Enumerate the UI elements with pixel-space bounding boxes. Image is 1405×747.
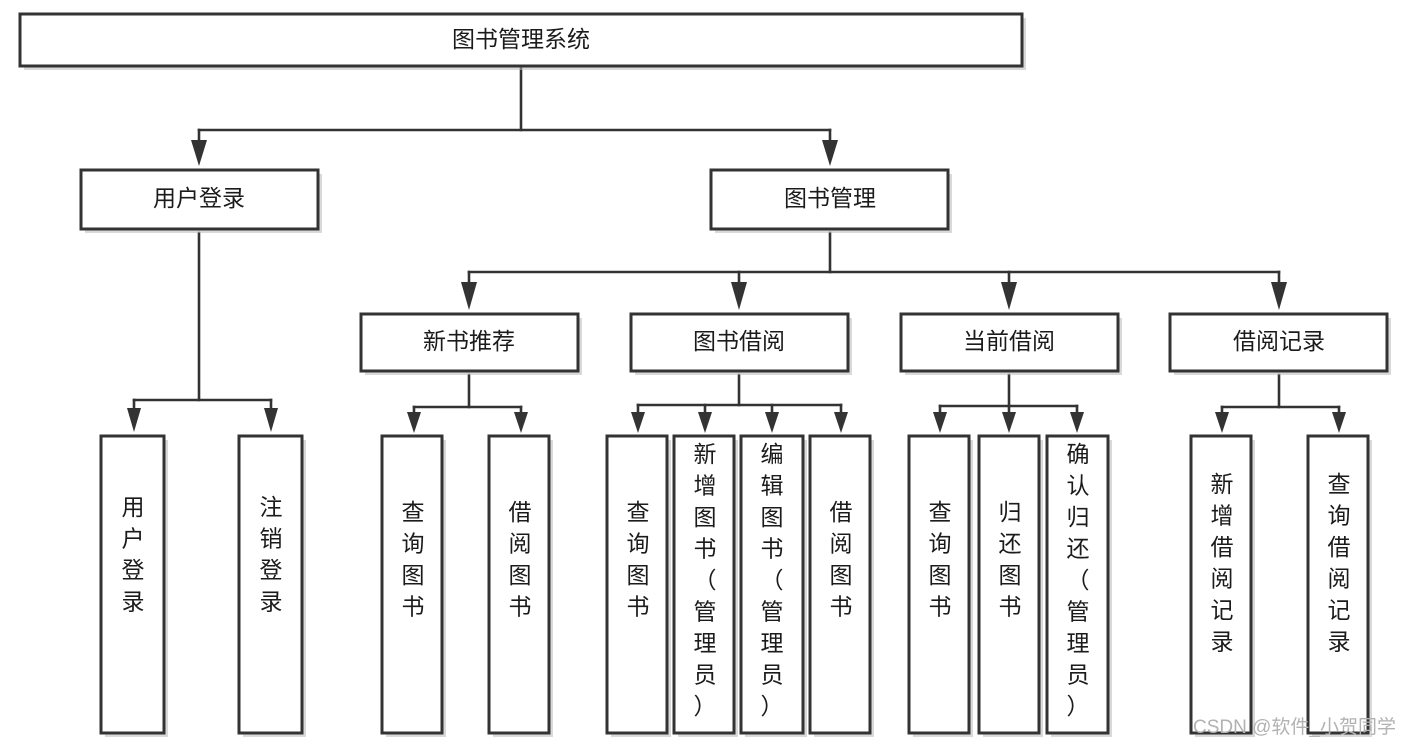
- node-leaf-user-logout-label: 注销登录: [260, 494, 283, 615]
- node-leaf-add-record-label: 新增借阅记录: [1211, 471, 1234, 655]
- arrow-head-leaf-borrow-book-1: [514, 412, 528, 433]
- node-leaf-query-record-label: 查询借阅记录: [1328, 471, 1351, 655]
- node-current-borrow-label: 当前借阅: [963, 328, 1055, 354]
- node-leaf-query-book-1[interactable]: 查询图书: [380, 434, 446, 737]
- node-leaf-query-record[interactable]: 查询借阅记录: [1306, 434, 1372, 737]
- watermark-label: CSDN @软件_小贺同学: [1193, 716, 1396, 738]
- arrow-head-leaf-query-book-3: [933, 412, 947, 433]
- node-user-login-box[interactable]: [79, 168, 320, 231]
- node-leaf-add-book[interactable]: 新增图书（管理员）: [672, 434, 738, 737]
- node-book-borrow-box[interactable]: [629, 312, 850, 373]
- node-leaf-query-book-1-label: 查询图书: [402, 499, 425, 620]
- node-current-borrow-box[interactable]: [899, 312, 1120, 373]
- arrow-head-borrow-record: [1271, 282, 1287, 310]
- node-leaf-query-book-2-box[interactable]: [605, 434, 669, 735]
- arrow-head-new-book-recommend: [461, 282, 477, 310]
- node-root[interactable]: 图书管理系统: [18, 12, 1026, 70]
- node-leaf-query-book-3[interactable]: 查询图书: [907, 434, 973, 737]
- node-root-label: 图书管理系统: [452, 26, 590, 52]
- node-leaf-borrow-book-2-box[interactable]: [808, 434, 872, 735]
- node-leaf-user-login[interactable]: 用户登录: [99, 434, 168, 737]
- node-leaf-query-book-3-label: 查询图书: [929, 499, 952, 620]
- node-book-manage-label: 图书管理: [784, 185, 876, 211]
- node-leaf-user-login-box[interactable]: [99, 434, 166, 735]
- arrow-head-leaf-query-book-1: [407, 412, 421, 433]
- node-book-manage-box[interactable]: [709, 168, 950, 231]
- node-leaf-query-book-2-label: 查询图书: [627, 499, 650, 620]
- arrow-head-leaf-user-login: [127, 408, 141, 432]
- node-leaf-borrow-book-1-label: 借阅图书: [509, 499, 532, 620]
- arrow-head-leaf-confirm-return: [1070, 412, 1084, 433]
- connector-group-borrow-record: [1215, 373, 1346, 433]
- node-root-box[interactable]: [18, 12, 1024, 68]
- arrow-head-leaf-query-record: [1332, 412, 1346, 433]
- connector-group-new-book-recommend: [407, 373, 528, 433]
- node-new-book-recommend-label: 新书推荐: [423, 328, 515, 354]
- node-leaf-return-book-label: 归还图书: [999, 499, 1022, 620]
- arrow-head-user-login: [191, 140, 207, 166]
- node-new-book-recommend-box[interactable]: [359, 312, 580, 373]
- arrow-head-leaf-add-record: [1215, 412, 1229, 433]
- arrow-head-leaf-return-book: [1002, 412, 1016, 433]
- node-leaf-borrow-book-2-label: 借阅图书: [830, 499, 853, 620]
- node-leaf-edit-book-label: 编辑图书（管理员）: [761, 441, 784, 719]
- node-borrow-record[interactable]: 借阅记录: [1168, 312, 1391, 375]
- arrow-head-book-manage: [822, 140, 838, 166]
- node-new-book-recommend[interactable]: 新书推荐: [359, 312, 582, 375]
- node-leaf-edit-book[interactable]: 编辑图书（管理员）: [739, 434, 807, 737]
- node-book-manage[interactable]: 图书管理: [709, 168, 952, 233]
- arrow-head-leaf-user-logout: [264, 408, 278, 432]
- node-leaf-borrow-book-1[interactable]: 借阅图书: [487, 434, 553, 737]
- connector-group-book-borrow: [631, 373, 848, 433]
- node-leaf-add-record-box[interactable]: [1189, 434, 1253, 735]
- arrow-head-leaf-query-book-2: [631, 412, 645, 433]
- node-leaf-add-book-box[interactable]: [672, 434, 736, 735]
- node-user-login[interactable]: 用户登录: [79, 168, 322, 233]
- node-leaf-query-book-1-box[interactable]: [380, 434, 444, 735]
- node-leaf-return-book-box[interactable]: [977, 434, 1041, 735]
- node-leaf-query-book-2[interactable]: 查询图书: [605, 434, 671, 737]
- node-leaf-confirm-return-label: 确认归还（管理员）: [1067, 441, 1090, 719]
- arrow-head-leaf-borrow-book-2: [834, 412, 848, 433]
- connector-group-current-borrow: [933, 373, 1084, 433]
- node-leaf-borrow-book-1-box[interactable]: [487, 434, 551, 735]
- node-leaf-add-record[interactable]: 新增借阅记录: [1189, 434, 1255, 737]
- node-leaf-query-record-box[interactable]: [1306, 434, 1370, 735]
- node-current-borrow[interactable]: 当前借阅: [899, 312, 1122, 375]
- node-leaf-borrow-book-2[interactable]: 借阅图书: [808, 434, 874, 737]
- node-borrow-record-box[interactable]: [1168, 312, 1389, 373]
- node-leaf-user-login-label: 用户登录: [122, 494, 145, 615]
- arrow-head-leaf-add-book: [698, 412, 712, 433]
- node-book-borrow-label: 图书借阅: [693, 328, 785, 354]
- arrow-head-leaf-edit-book: [765, 412, 779, 433]
- node-leaf-query-book-3-box[interactable]: [907, 434, 971, 735]
- node-leaf-user-logout-box[interactable]: [237, 434, 304, 735]
- arrow-head-book-borrow: [731, 282, 747, 310]
- node-leaf-edit-book-box[interactable]: [739, 434, 805, 735]
- node-user-login-label: 用户登录: [153, 185, 245, 211]
- node-leaf-return-book[interactable]: 归还图书: [977, 434, 1043, 737]
- node-borrow-record-label: 借阅记录: [1233, 328, 1325, 354]
- connector-group-book-manage: [461, 231, 1287, 310]
- node-book-borrow[interactable]: 图书借阅: [629, 312, 852, 375]
- connector-group-user-login: [127, 231, 278, 432]
- connector-group-root: [191, 64, 838, 166]
- arrow-head-current-borrow: [1001, 282, 1017, 310]
- node-leaf-confirm-return-box[interactable]: [1045, 434, 1110, 735]
- node-leaf-add-book-label: 新增图书（管理员）: [694, 441, 717, 719]
- node-leaf-confirm-return[interactable]: 确认归还（管理员）: [1045, 434, 1112, 737]
- node-leaf-user-logout[interactable]: 注销登录: [237, 434, 306, 737]
